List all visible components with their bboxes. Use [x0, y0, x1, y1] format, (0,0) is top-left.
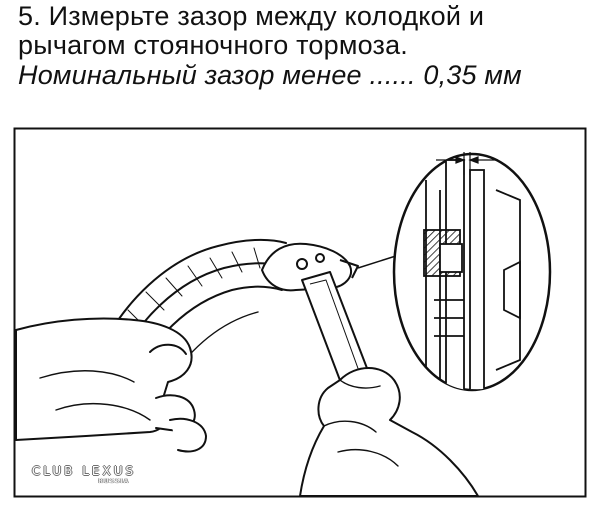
watermark-sub-text: RUSSIA — [98, 478, 130, 485]
step-instruction: 5. Измерьте зазор между колодкой и рычаг… — [18, 1, 594, 91]
clearance-dimension — [436, 152, 498, 175]
detail-magnifier — [392, 152, 552, 392]
step-line-1: 5. Измерьте зазор между колодкой и — [18, 1, 485, 31]
watermark-main-text: CLUB LEXUS — [31, 464, 137, 478]
right-hand — [299, 367, 479, 497]
nominal-clearance-spec: Номинальный зазор менее ...... 0,35 мм — [18, 60, 522, 90]
club-lexus-watermark: CLUB LEXUS RUSSIA — [20, 465, 148, 486]
step-line-2: рычагом стояночного тормоза. — [18, 30, 409, 60]
left-hand — [15, 317, 207, 453]
